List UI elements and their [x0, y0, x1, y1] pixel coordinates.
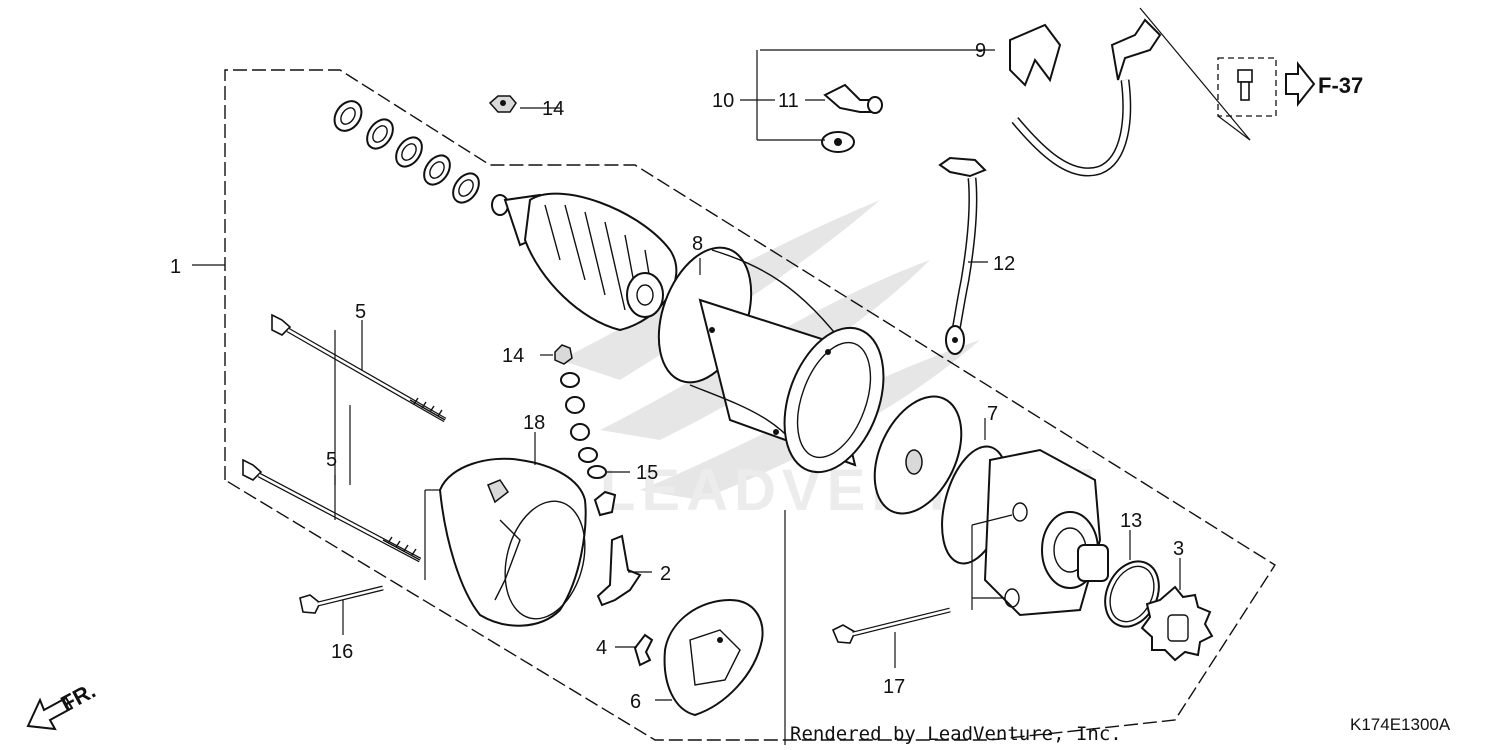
front-cover: [941, 445, 1109, 617]
callout-5-upper: 5: [355, 301, 366, 323]
callout-13: 13: [1120, 510, 1142, 532]
callout-16: 16: [331, 641, 353, 663]
callout-17: 17: [883, 676, 905, 698]
assembly-frame: [224, 69, 1276, 741]
long-bolt-lower: [242, 458, 422, 563]
callout-14-mid: 14: [502, 345, 524, 367]
callout-11: 11: [778, 90, 799, 112]
reference-arrow-icon: [1285, 61, 1316, 107]
callout-4: 4: [596, 637, 607, 659]
callout-8: 8: [692, 233, 703, 255]
forward-arrow-icon: [26, 696, 74, 731]
long-bolt-upper: [271, 313, 447, 423]
nut-top: [488, 95, 517, 113]
leader-lines: [192, 49, 1181, 745]
brush-holder: [663, 598, 764, 717]
cable-cover: [1009, 23, 1062, 87]
flange-bolt-17: [831, 607, 951, 644]
callout-10: 10: [712, 90, 734, 112]
flange-bolt-16: [299, 585, 384, 614]
callout-5-lower: 5: [326, 449, 337, 471]
callout-1: 1: [170, 256, 181, 278]
thrust-disc: [873, 395, 963, 515]
terminal-bolt: [596, 534, 642, 607]
callout-7: 7: [987, 403, 998, 425]
callout-15: 15: [636, 462, 658, 484]
callout-14-top: 14: [542, 98, 564, 120]
callout-6: 6: [630, 691, 641, 713]
washer-stack: [333, 100, 480, 204]
rear-cover: [438, 457, 587, 627]
terminal-washers: [554, 344, 617, 517]
callout-3: 3: [1173, 538, 1184, 560]
callout-18: 18: [523, 412, 545, 434]
ground-cable: [938, 156, 987, 355]
diagram-code: K174E1300A: [1350, 715, 1451, 734]
motor-yoke: [657, 246, 885, 474]
brush-clip: [633, 633, 654, 667]
reference-bolt-group: [1139, 7, 1277, 141]
reference-label: F-37: [1318, 73, 1363, 98]
callout-12: 12: [993, 253, 1015, 275]
terminal-cap: [823, 83, 883, 114]
callout-labels: 1 2 3 4 5 5 6 7 8 9 10 11 12 13 14 14 15…: [170, 40, 1184, 713]
credit-text: Rendered by LeadVenture, Inc.: [790, 723, 1122, 745]
o-ring: [1104, 560, 1160, 628]
battery-cable-assembly: [821, 18, 1162, 177]
armature: [491, 192, 678, 332]
callout-9: 9: [975, 40, 986, 62]
callout-2: 2: [660, 563, 671, 585]
drive-gear: [1140, 585, 1214, 662]
